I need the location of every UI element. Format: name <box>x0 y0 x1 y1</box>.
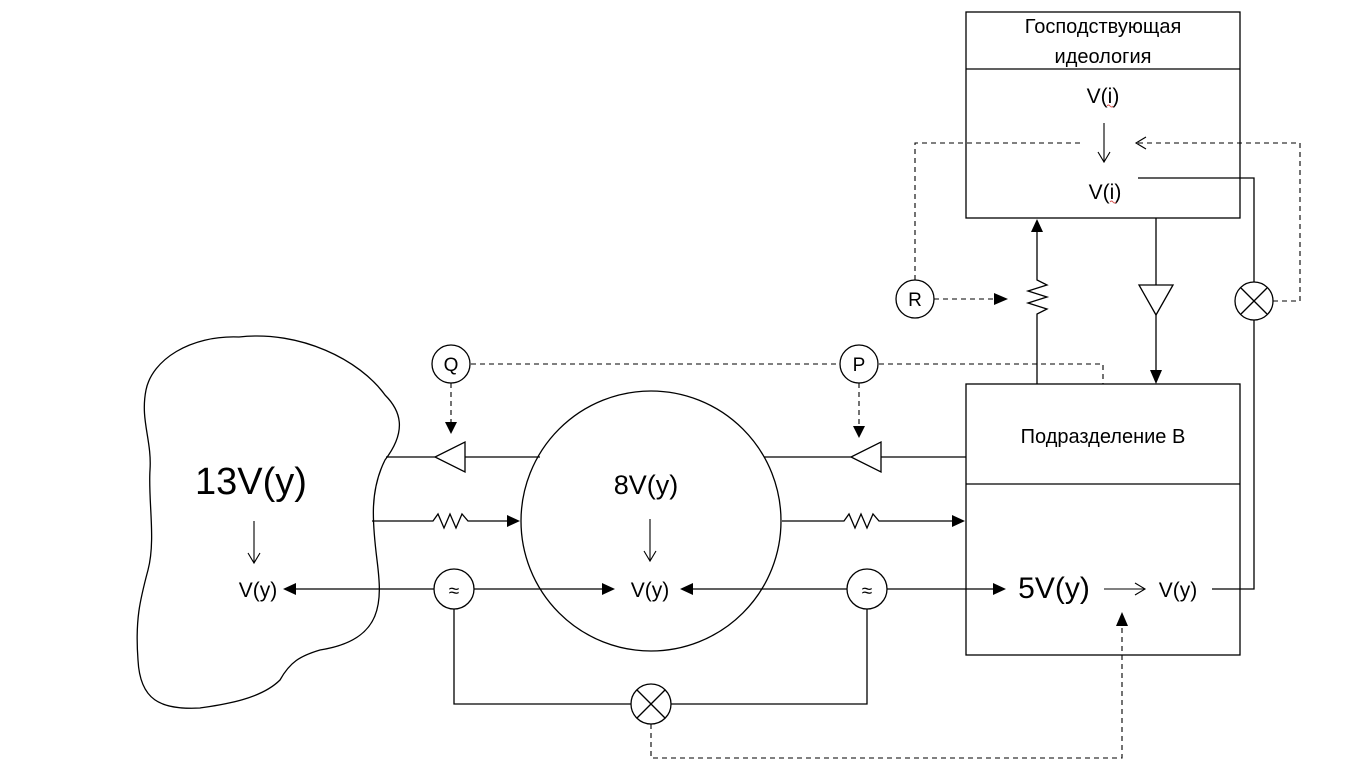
arrowhead-up <box>1031 219 1043 232</box>
triangle-amplifier-icon <box>849 440 882 474</box>
ideology-internal-arrowhead <box>1097 151 1111 164</box>
resistor-flow-row <box>372 512 965 530</box>
division-b-side-label: V(y) <box>1159 579 1198 602</box>
arrowhead-down <box>1150 370 1162 384</box>
cross-stroke <box>636 689 666 719</box>
ideology-top-label: V(i) <box>1087 85 1120 108</box>
cross-stroke <box>1240 287 1268 315</box>
circle-outline <box>520 390 782 652</box>
arrowhead-left <box>680 583 693 595</box>
circle-sub-label: V(y) <box>631 579 670 602</box>
spellcheck-squiggle <box>1109 200 1117 204</box>
blob-sub-label: V(y) <box>239 579 278 602</box>
loop-line-right <box>671 609 868 705</box>
arrowhead-left <box>283 583 296 595</box>
arrowhead-left-open <box>1134 136 1147 150</box>
tilde-right-label: ≈ <box>862 581 872 602</box>
zigzag-resistor-icon <box>1025 232 1050 384</box>
ideology-box <box>965 11 1241 219</box>
division-b-box <box>965 383 1241 656</box>
arrowhead-right <box>994 293 1008 305</box>
ideology-title-line1: Господствующая <box>1025 16 1182 38</box>
tilde-left-label: ≈ <box>449 581 459 602</box>
blob-outline <box>136 335 401 709</box>
division-b-internal-arrowhead <box>1134 582 1147 596</box>
loop-line-vi-to-cross <box>1138 177 1255 282</box>
blob-main-label: 13V(y) <box>195 461 307 503</box>
arrowhead-down <box>445 422 457 434</box>
arrowhead-right <box>507 515 520 527</box>
vertical-links: R <box>895 136 1301 590</box>
ideology-title-line2: идеология <box>1055 46 1152 68</box>
p-node-label: P <box>853 355 866 376</box>
top-flow-row <box>386 440 966 474</box>
dashed-feedback-bottom <box>650 626 1123 759</box>
zigzag-resistor-icon <box>372 512 508 530</box>
blob-shape: 13V(y) V(y) <box>136 335 401 709</box>
triangle-amplifier-icon <box>433 440 466 474</box>
spellcheck-squiggle <box>1106 104 1114 108</box>
dashed-feedback-right <box>1136 142 1301 302</box>
division-b-title: Подразделение B <box>1021 426 1186 448</box>
triangle-amplifier-icon <box>1137 284 1175 317</box>
circle-internal-arrowhead <box>643 550 657 563</box>
ideology-bottom-label: V(i) <box>1089 181 1122 204</box>
bottom-flow-row: ≈ ≈ <box>283 568 1128 759</box>
ideology-block: Господствующая идеология V(i) V(i) <box>965 11 1241 219</box>
dashed-link-p-division <box>879 363 1104 384</box>
arrowhead-down <box>853 426 865 438</box>
loop-line-left <box>453 609 631 705</box>
division-b-main-label: 5V(y) <box>1018 572 1090 605</box>
circle-block: 8V(y) V(y) <box>520 390 782 652</box>
arrowhead-right <box>602 583 615 595</box>
r-node-label: R <box>908 290 922 311</box>
arrowhead-up <box>1116 612 1128 626</box>
division-b-block: Подразделение B 5V(y) V(y) <box>965 383 1241 656</box>
dashed-ideology-to-r <box>914 142 1080 280</box>
zigzag-resistor-icon <box>782 512 952 530</box>
arrowhead-right <box>952 515 965 527</box>
loop-line-cross-to-vy <box>1212 320 1255 590</box>
circle-main-label: 8V(y) <box>614 470 679 500</box>
control-nodes: Q P <box>431 344 1104 438</box>
q-node-label: Q <box>444 355 459 376</box>
blob-internal-arrowhead <box>247 552 261 565</box>
arrowhead-right <box>993 583 1006 595</box>
